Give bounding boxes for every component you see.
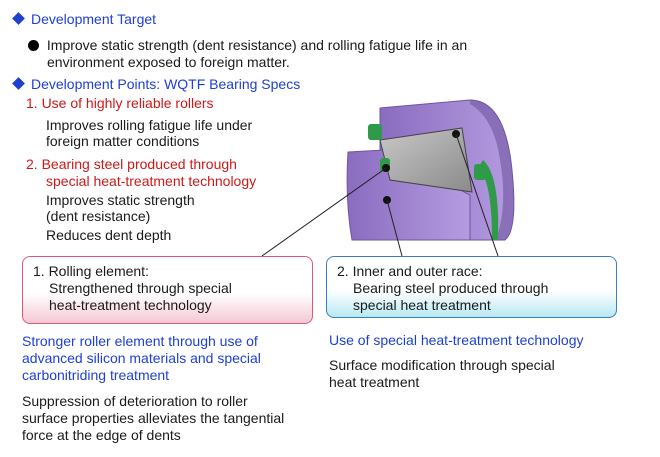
- point-2-title-line1: 2. Bearing steel produced through: [26, 156, 237, 172]
- right-note-black-line2: heat treatment: [329, 374, 420, 390]
- target-bullet: Improve static strength (dent resistance…: [28, 37, 467, 54]
- target-bullet-line2: environment exposed to foreign matter.: [47, 54, 290, 70]
- race-box-line2: Bearing steel produced through: [353, 280, 549, 296]
- development-target-heading: Development Target: [12, 11, 157, 28]
- point-1-desc-line2: foreign matter conditions: [46, 133, 200, 149]
- left-note-black-line1: Suppression of deterioration to roller: [22, 393, 248, 409]
- development-points-heading: Development Points: WQTF Bearing Specs: [12, 76, 301, 93]
- point-1-desc-line1: Improves rolling fatigue life under: [46, 117, 253, 133]
- inner-race-shape: [346, 149, 471, 241]
- race-box-line3: special heat treatment: [353, 297, 491, 313]
- left-note-black-line2: surface properties alleviates the tangen…: [22, 410, 285, 426]
- rolling-element-box: 1. Rolling element: Strengthened through…: [22, 256, 313, 324]
- rolling-box-line3: heat-treatment technology: [49, 297, 212, 313]
- point-1-title: 1. Use of highly reliable rollers: [26, 95, 214, 111]
- target-bullet-line1: Improve static strength (dent resistance…: [46, 37, 468, 53]
- left-note-black-line3: force at the edge of dents: [22, 427, 181, 443]
- left-note-blue-line2: advanced silicon materials and special: [22, 350, 261, 366]
- point-2-title-line2: special heat-treatment technology: [46, 173, 257, 189]
- race-box-line1: 2. Inner and outer race:: [337, 263, 483, 279]
- bullet-dot-icon: [28, 40, 39, 51]
- seal-lip-left: [368, 124, 382, 140]
- left-note-blue-line3: carbonitriding treatment: [22, 367, 170, 383]
- outer-race-shade: [470, 100, 514, 240]
- development-points-heading-text: Development Points: WQTF Bearing Specs: [31, 76, 301, 92]
- seal-lip-right: [474, 164, 486, 180]
- point-2-desc-line1: Improves static strength: [46, 192, 195, 208]
- right-note-blue-line1: Use of special heat-treatment technology: [329, 332, 584, 348]
- rolling-box-line2: Strengthened through special: [49, 280, 232, 296]
- point-2-desc-line3: Reduces dent depth: [46, 227, 172, 243]
- left-note-blue-line1: Stronger roller element through use of: [22, 333, 258, 349]
- leader-line-roller: [261, 167, 387, 257]
- seal-strip-shape: [478, 160, 499, 240]
- right-note-black-line1: Surface modification through special: [329, 357, 555, 373]
- development-target-heading-text: Development Target: [31, 11, 157, 27]
- leader-line-inner: [386, 199, 403, 257]
- point-2-desc-line2: (dent resistance): [46, 208, 151, 224]
- inner-outer-race-box: 2. Inner and outer race: Bearing steel p…: [326, 256, 617, 318]
- leader-line-outer: [455, 133, 499, 257]
- rolling-box-line1: 1. Rolling element:: [33, 263, 149, 279]
